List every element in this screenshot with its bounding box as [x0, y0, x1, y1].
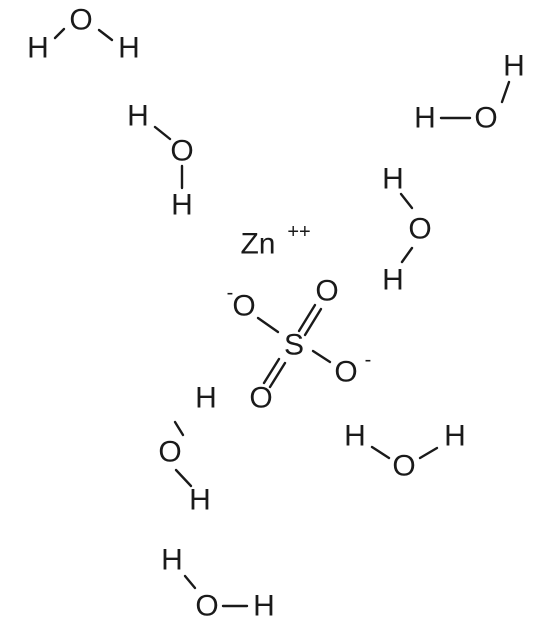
hydrogen-atom: H	[253, 590, 275, 623]
oxygen-atom: O	[474, 102, 497, 135]
bond-w5-h2	[174, 468, 193, 488]
bond-w7-h1	[183, 574, 197, 590]
hydrogen-atom: H	[503, 50, 525, 83]
bond-w1-h1	[53, 27, 66, 40]
water-molecule-7: H O H	[161, 544, 275, 623]
hydrogen-atom: H	[127, 100, 149, 133]
hydrogen-atom: H	[414, 102, 436, 135]
bond-s-o-bottom-a	[262, 357, 281, 385]
water-molecule-5: H O H	[158, 382, 217, 517]
bond-w3-h2	[500, 80, 511, 104]
water-molecule-1: H O H	[27, 4, 140, 65]
hydrogen-atom: H	[195, 382, 217, 415]
oxygen-atom-right: O	[334, 356, 357, 389]
oxygen-atom: O	[158, 436, 181, 469]
hydrogen-atom: H	[344, 420, 366, 453]
hydrogen-atom: H	[161, 544, 183, 577]
hydrogen-atom: H	[382, 163, 404, 196]
bond-s-o-top-b	[303, 307, 323, 337]
hydrogen-atom: H	[118, 32, 140, 65]
sulfate-ion: - O O S O - O	[227, 275, 372, 415]
hydrogen-atom: H	[171, 189, 193, 222]
bond-w2-h1	[153, 125, 172, 141]
hydrogen-atom: H	[382, 264, 404, 297]
bond-w5-h1	[173, 420, 185, 437]
oxygen-atom: O	[170, 135, 193, 168]
zinc-charge: ++	[287, 221, 310, 243]
bond-w6-h1	[370, 445, 391, 460]
oxygen-atom-left: O	[232, 290, 255, 323]
zinc-ion: Zn ++	[240, 221, 310, 261]
oxygen-atom: O	[195, 590, 218, 623]
bonds	[53, 27, 511, 608]
oxygen-atom: O	[408, 213, 431, 246]
bond-s-o-top-a	[297, 303, 317, 333]
bond-s-o-bottom-b	[268, 361, 287, 389]
water-molecule-3: H H O	[414, 50, 525, 135]
hydrogen-atom: H	[27, 32, 49, 65]
oxygen-atom-bottom: O	[249, 382, 272, 415]
bond-w4-h1	[399, 192, 414, 210]
oxygen-atom-top: O	[315, 275, 338, 308]
bond-s-o-right	[311, 349, 332, 364]
negative-charge-right: -	[365, 349, 372, 371]
bond-w1-h2	[97, 28, 114, 42]
water-molecule-2: H O H	[127, 100, 194, 222]
oxygen-atom: O	[69, 4, 92, 37]
water-molecule-4: H O H	[382, 163, 432, 297]
negative-charge-left: -	[227, 282, 234, 304]
zinc-atom: Zn	[240, 228, 275, 261]
bond-w4-h2	[400, 246, 414, 264]
water-molecule-6: H O H	[344, 420, 466, 483]
bond-w6-h2	[418, 446, 439, 460]
oxygen-atom: O	[392, 450, 415, 483]
bond-s-o-left	[256, 316, 280, 334]
hydrogen-atom: H	[189, 484, 211, 517]
sulfur-atom: S	[284, 329, 304, 362]
hydrogen-atom: H	[444, 420, 466, 453]
